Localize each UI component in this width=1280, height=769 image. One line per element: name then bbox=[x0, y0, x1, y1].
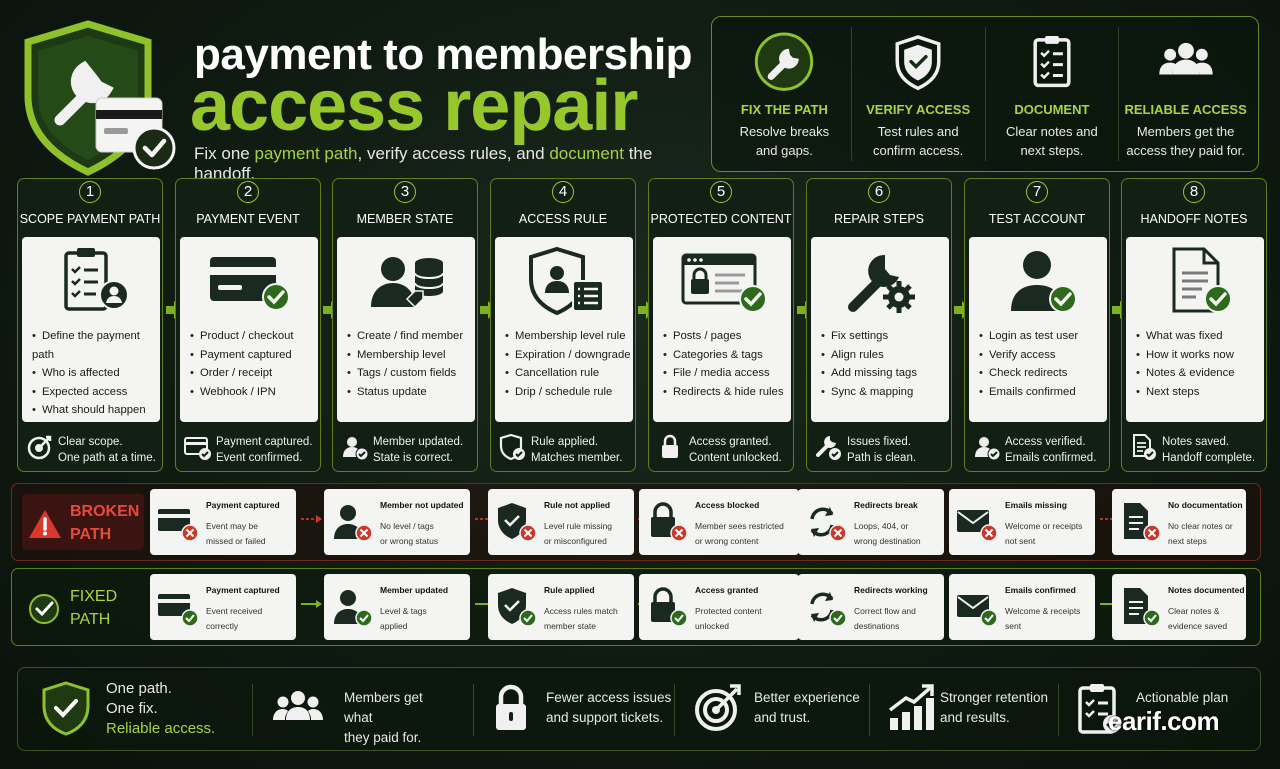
arrow-right-icon bbox=[323, 301, 340, 319]
watermark: earif.com bbox=[1108, 706, 1220, 736]
arrow-right-icon bbox=[1112, 301, 1129, 319]
shield-x-icon bbox=[498, 503, 537, 542]
clipboard-icon bbox=[1033, 35, 1071, 88]
arrow-right-icon bbox=[166, 301, 183, 319]
footer-item-one-path: One path.One fix.Reliable access. bbox=[36, 668, 256, 752]
step-2-payment-event: 2 PAYMENT EVENT Product / checkout Payme… bbox=[175, 178, 321, 472]
arrow-right-icon bbox=[638, 301, 655, 319]
lock-check-icon bbox=[651, 587, 688, 627]
credit-card-x-icon bbox=[158, 509, 199, 542]
arrow-right-icon bbox=[954, 301, 971, 319]
user-database-icon bbox=[371, 257, 444, 309]
credit-card-check-icon bbox=[210, 257, 290, 311]
step-7-test-account: 7 TEST ACCOUNT Login as test user Verify… bbox=[964, 178, 1110, 472]
arrow-right-icon bbox=[797, 301, 814, 319]
wrench-check-icon bbox=[816, 436, 841, 460]
mail-check-icon bbox=[957, 595, 998, 627]
credit-card-check-icon bbox=[158, 594, 199, 627]
document-check-icon bbox=[1124, 588, 1161, 627]
refresh-x-icon bbox=[810, 507, 847, 542]
user-check-icon bbox=[1011, 251, 1077, 313]
target-icon bbox=[27, 435, 52, 460]
page-title-line1: payment to membership bbox=[194, 30, 693, 79]
lock-icon bbox=[662, 434, 678, 458]
document-check-icon bbox=[1133, 434, 1156, 460]
clipboard-check-icon bbox=[1078, 684, 1121, 734]
clipboard-user-icon bbox=[64, 248, 129, 311]
document-x-icon bbox=[1124, 503, 1161, 542]
page-subtitle: Fix one payment path, verify access rule… bbox=[194, 144, 653, 183]
card-check-icon bbox=[184, 437, 211, 460]
mail-x-icon bbox=[957, 510, 998, 542]
shield-check-icon bbox=[498, 588, 537, 627]
arrow-right-icon bbox=[301, 515, 322, 523]
wrench-gear-icon bbox=[848, 254, 915, 313]
step-6-repair-steps: 6 REPAIR STEPS Fix settings Align rules … bbox=[806, 178, 952, 472]
step-5-protected-content: 5 PROTECTED CONTENT Posts / pages Catego… bbox=[648, 178, 794, 472]
step-1-scope-payment-path: 1 SCOPE PAYMENT PATH Define the payment … bbox=[17, 178, 163, 472]
page-title-line2: access repair bbox=[190, 66, 638, 146]
user-check-icon bbox=[343, 437, 369, 461]
footer-item-actionable-plan: Actionable plan bbox=[1072, 668, 1258, 752]
document-check-icon bbox=[1172, 247, 1232, 313]
arrow-right-icon bbox=[301, 600, 322, 608]
check-circle-icon bbox=[29, 594, 59, 624]
warning-icon bbox=[29, 510, 61, 538]
shield-check-icon bbox=[499, 433, 525, 461]
user-check-icon bbox=[334, 590, 373, 627]
target-icon bbox=[695, 684, 741, 731]
lock-x-icon bbox=[651, 502, 688, 542]
shield-wrench-logo-icon bbox=[24, 20, 176, 176]
step-4-access-rule: 4 ACCESS RULE Membership level rule Expi… bbox=[490, 178, 636, 472]
shield-check-icon bbox=[42, 681, 90, 736]
user-check-icon bbox=[975, 437, 1001, 461]
wrench-icon bbox=[755, 32, 814, 91]
step-8-handoff-notes: 8 HANDOFF NOTES What was fixed How it wo… bbox=[1121, 178, 1267, 472]
browser-lock-icon bbox=[681, 253, 767, 313]
refresh-check-icon bbox=[810, 592, 847, 627]
lock-icon bbox=[496, 684, 526, 730]
arrow-right-icon bbox=[480, 301, 497, 319]
users-icon bbox=[1158, 42, 1213, 75]
users-icon bbox=[273, 691, 323, 720]
shield-check-icon bbox=[895, 35, 941, 91]
fixed-card-notes: Notes documented Clear notes &evidence s… bbox=[1112, 574, 1246, 640]
header: payment to membership access repair Fix … bbox=[18, 14, 708, 183]
shield-user-list-icon bbox=[529, 246, 604, 316]
step-3-member-state: 3 MEMBER STATE Create / find member Memb… bbox=[332, 178, 478, 472]
chart-growth-icon bbox=[888, 684, 934, 730]
steps-row: 1 SCOPE PAYMENT PATH Define the payment … bbox=[11, 178, 1269, 472]
footer-benefits: One path.One fix.Reliable access. Member… bbox=[17, 667, 1261, 751]
user-x-icon bbox=[334, 505, 373, 542]
